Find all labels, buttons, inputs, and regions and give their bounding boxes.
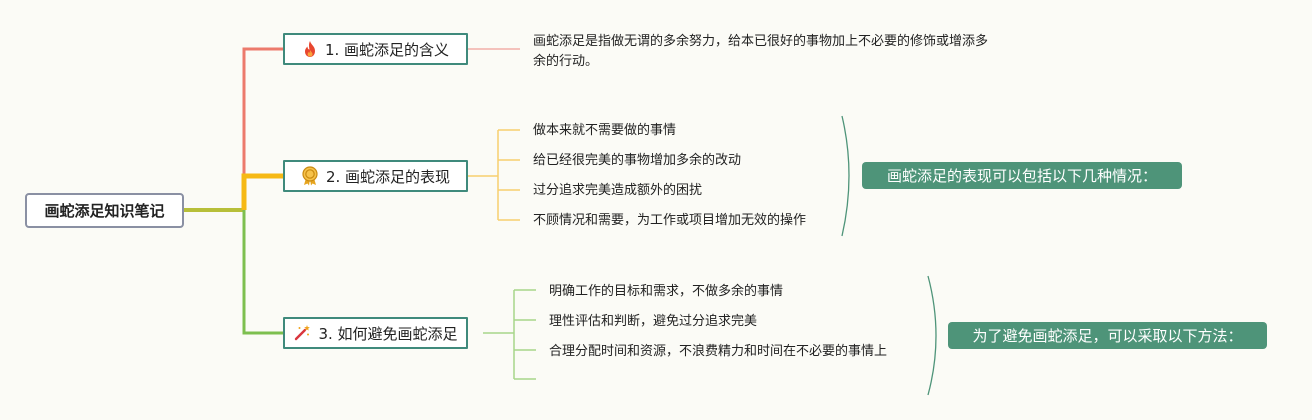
branch-label: 3. 如何避免画蛇添足 [318,324,458,343]
leaf-manifestation-2[interactable]: 给已经很完美的事物增加多余的改动 [533,153,742,168]
magic-wand-icon [293,324,311,342]
summary-brace-2 [841,115,850,237]
leaf-avoid-3[interactable]: 合理分配时间和资源，不浪费精力和时间在不必要的事情上 [549,344,888,359]
branch-label: 2. 画蛇添足的表现 [325,167,451,186]
summary-manifestation[interactable]: 画蛇添足的表现可以包括以下几种情况： [862,162,1182,189]
connector-leaves-3 [483,289,536,380]
summary-avoid[interactable]: 为了避免画蛇添足，可以采取以下方法： [948,322,1267,349]
fire-icon [302,40,318,58]
branch-label: 1. 画蛇添足的含义 [324,40,450,59]
summary-label: 为了避免画蛇添足，可以采取以下方法： [972,327,1243,345]
leaf-meaning-line-2: 余的行动。 [533,54,599,69]
branch-node-avoid[interactable]: 3. 如何避免画蛇添足 [283,317,468,349]
root-node[interactable]: 画蛇添足知识笔记 [25,193,184,228]
leaf-avoid-1[interactable]: 明确工作的目标和需求，不做多余的事情 [549,284,784,299]
connector-branch-1 [242,47,283,210]
leaf-manifestation-1[interactable]: 做本来就不需要做的事情 [533,123,677,138]
summary-brace-3 [927,275,937,396]
branch-node-meaning[interactable]: 1. 画蛇添足的含义 [283,33,468,65]
leaf-manifestation-4[interactable]: 不顾情况和需要，为工作或项目增加无效的操作 [533,213,807,228]
root-label: 画蛇添足知识笔记 [44,202,165,220]
branch-node-manifestation[interactable]: 2. 画蛇添足的表现 [283,160,468,192]
leaf-meaning-line-1: 画蛇添足是指做无谓的多余努力，给本已很好的事物加上不必要的修饰或增添多 [533,34,989,49]
connector-branch-2 [241,173,283,210]
leaf-avoid-2[interactable]: 理性评估和判断，避免过分追求完美 [549,314,758,329]
summary-label: 画蛇添足的表现可以包括以下几种情况： [886,167,1157,185]
award-ribbon-icon [301,166,319,186]
leaf-manifestation-3[interactable]: 过分追求完美造成额外的困扰 [533,183,703,198]
connector-branch-3 [242,210,283,335]
connector-leaves-2 [468,129,520,221]
